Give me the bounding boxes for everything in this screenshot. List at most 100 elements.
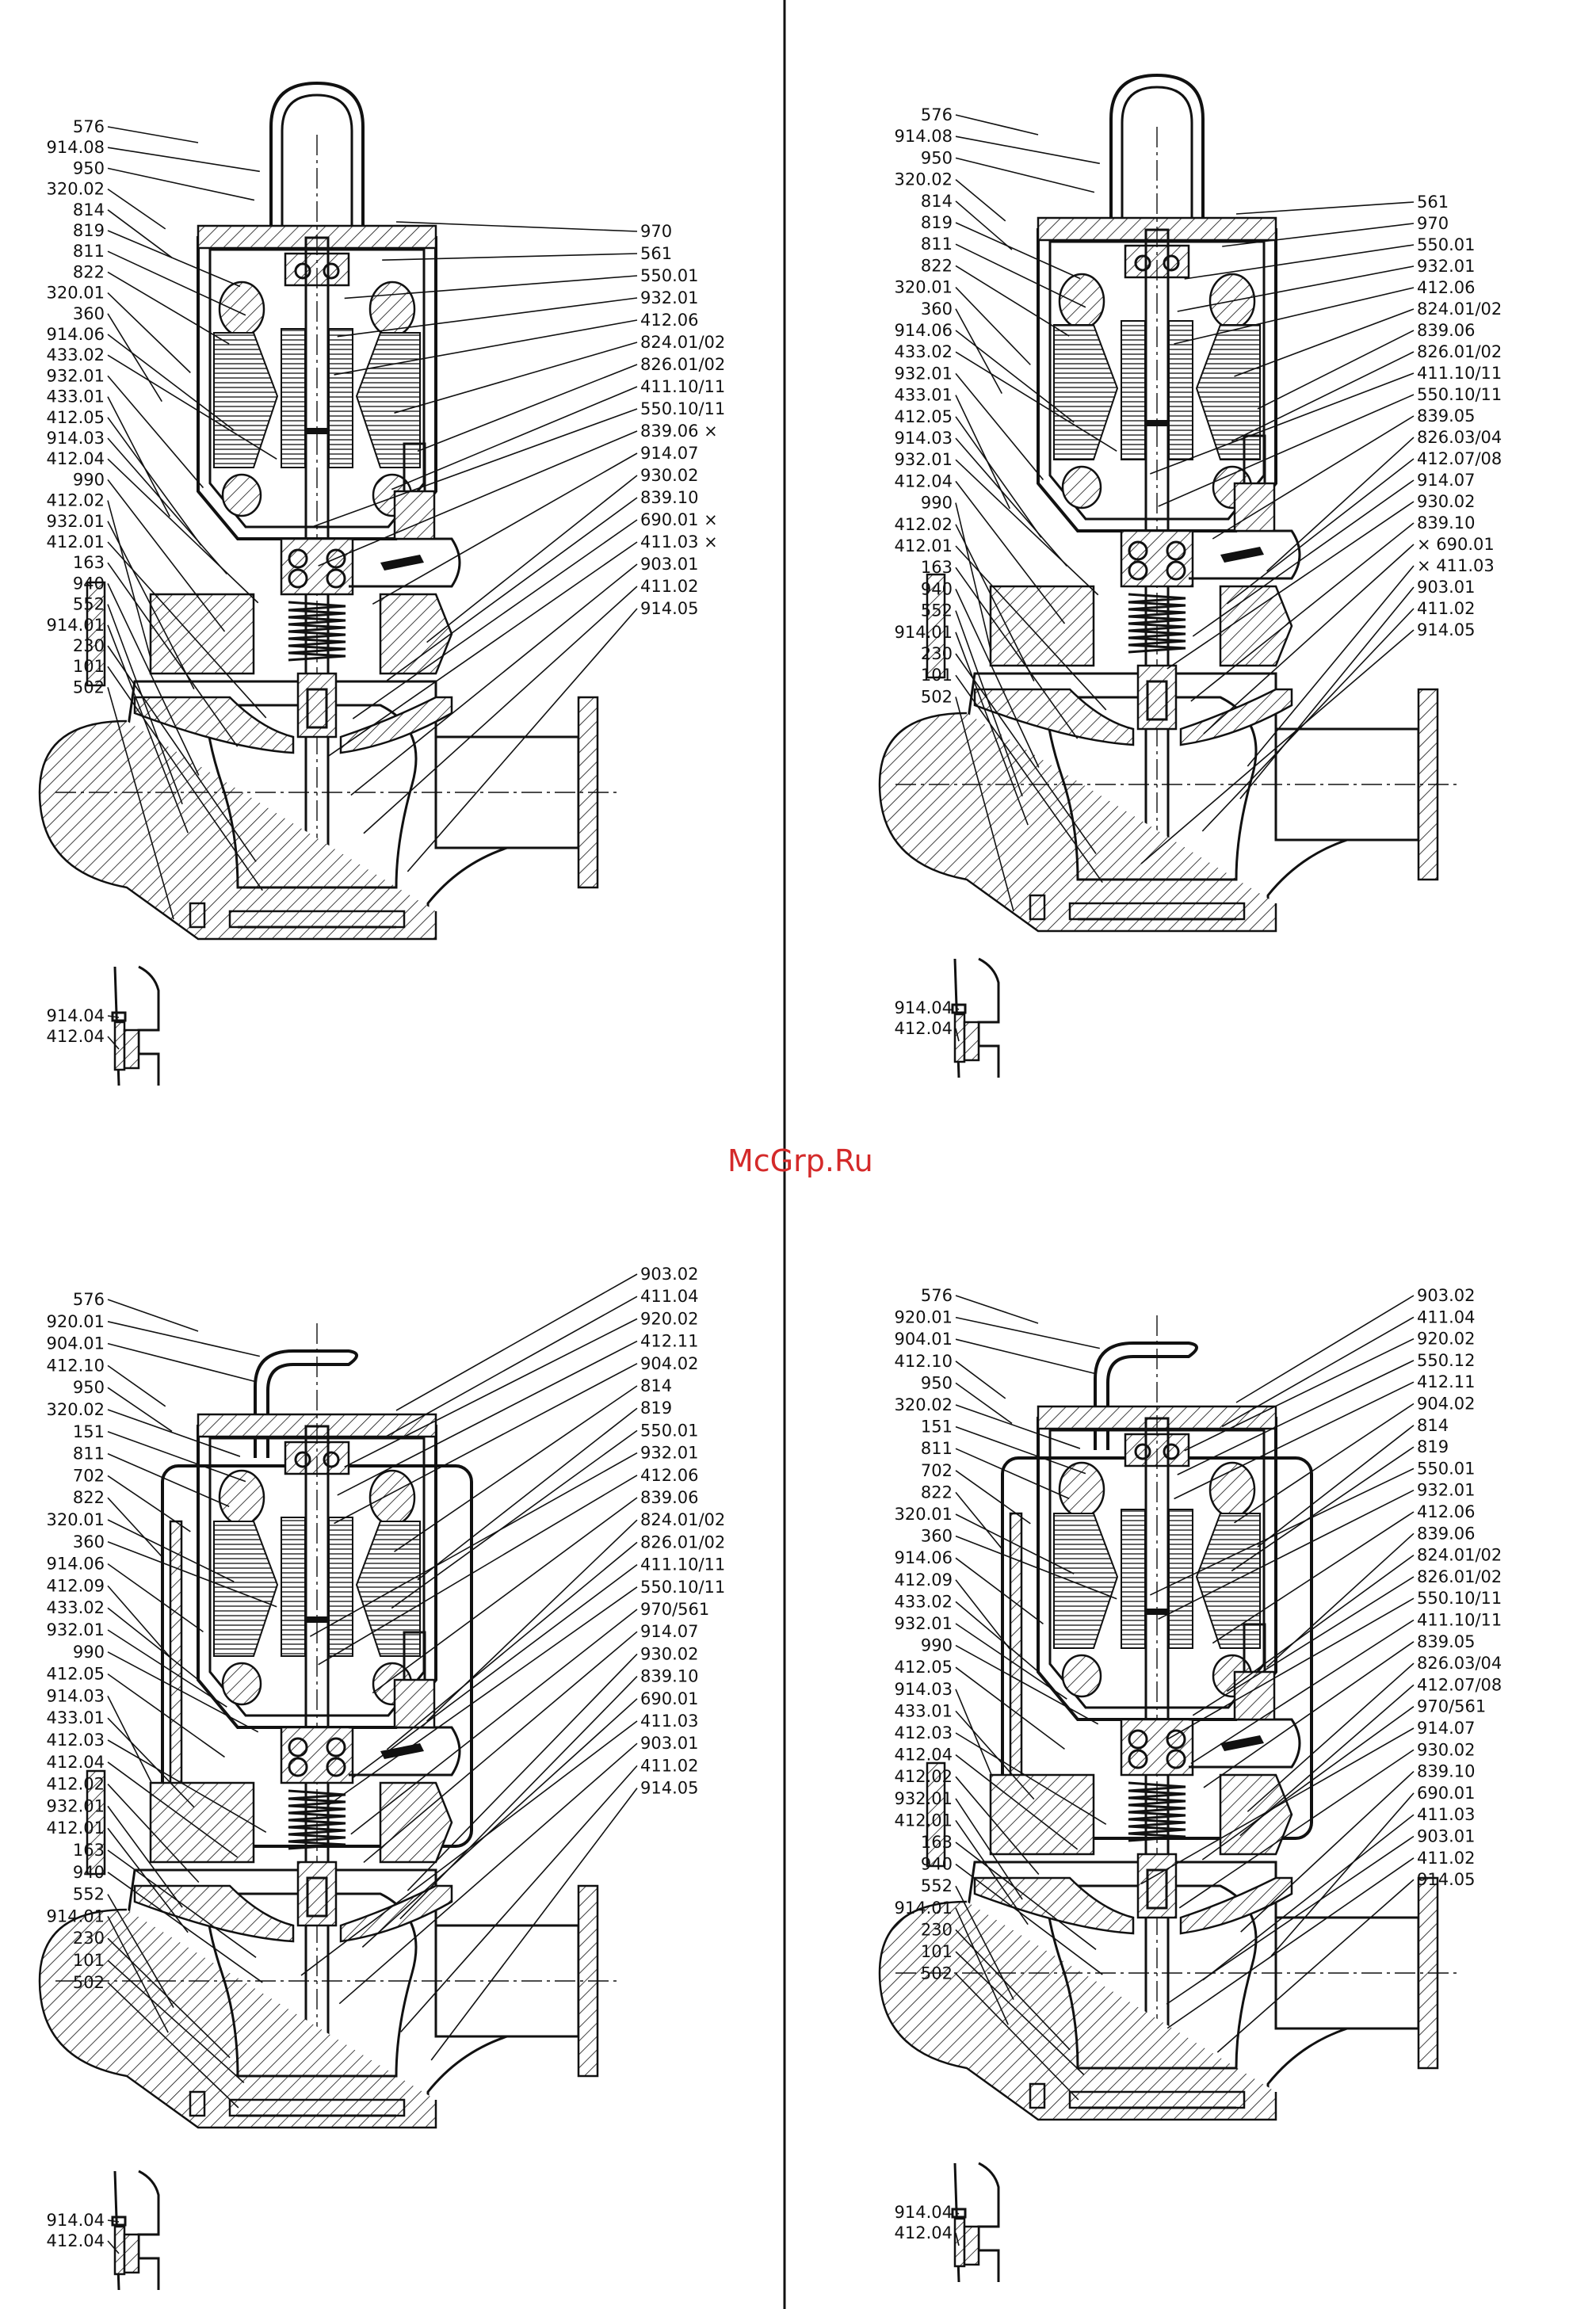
leader-line xyxy=(395,1273,638,1411)
leader-line xyxy=(1203,544,1415,735)
leader-line xyxy=(107,1431,246,1483)
leader-line xyxy=(955,1623,1067,1700)
leader-line xyxy=(955,1907,1009,2025)
part-label: 433.02 xyxy=(47,1598,105,1617)
leader-line xyxy=(107,583,200,776)
lower-bearing-ball xyxy=(1166,1749,1186,1769)
part-label: 411.04 xyxy=(1417,1307,1475,1326)
part-label: 550.01 xyxy=(640,266,698,285)
part-label: 412.06 xyxy=(1417,278,1475,297)
leader-line xyxy=(1247,565,1415,767)
part-label: 360 xyxy=(73,304,105,323)
volute-wall xyxy=(878,1900,1277,2121)
leader-line xyxy=(955,1666,1065,1750)
leader-line xyxy=(955,1732,1107,1825)
cable-gland-chamber xyxy=(349,1726,461,1777)
leader-line xyxy=(107,230,241,288)
leader-line xyxy=(955,502,992,653)
part-label: 230 xyxy=(73,636,105,655)
leader-line xyxy=(407,1653,638,1891)
leader-line xyxy=(1192,479,1415,637)
leader-line xyxy=(955,1601,1042,1675)
part-label: 320.02 xyxy=(47,180,105,199)
leader-line xyxy=(955,1557,1044,1624)
leader-line xyxy=(1184,1338,1415,1452)
leader-line xyxy=(1166,501,1415,670)
leader-line xyxy=(1235,1295,1415,1403)
lower-bearing-ball xyxy=(326,1757,346,1777)
leader-line xyxy=(107,458,259,604)
leader-line xyxy=(107,334,235,431)
leader-line xyxy=(107,250,246,316)
mechanical-seal-spring xyxy=(288,1789,346,1850)
leader-line xyxy=(107,1805,183,1908)
part-label: 914.01 xyxy=(895,623,953,642)
leader-line xyxy=(955,1028,960,1042)
upper-bearing-ball xyxy=(1163,1443,1180,1460)
leader-line xyxy=(417,364,638,452)
leader-line xyxy=(955,1973,1079,2101)
part-label: 412.11 xyxy=(1417,1372,1475,1391)
part-label: 903.01 xyxy=(1417,1827,1475,1846)
leader-line xyxy=(955,1710,1035,1800)
lower-bearing-ball xyxy=(1128,560,1148,581)
part-label: 412.04 xyxy=(47,449,105,468)
leader-line xyxy=(310,408,638,529)
part-label: 932.01 xyxy=(895,1789,953,1808)
leader-line xyxy=(955,545,1107,711)
part-label: 411.02 xyxy=(1417,599,1475,618)
leader-line xyxy=(1203,1641,1415,1788)
leader-line xyxy=(1190,522,1415,702)
part-label: 819 xyxy=(921,213,953,232)
part-label: 411.10/11 xyxy=(640,1555,725,1574)
detail-label: 914.04 xyxy=(895,998,953,1017)
leader-line xyxy=(1166,1597,1415,1740)
part-label: 550.01 xyxy=(1417,235,1475,254)
oil-chamber-wall xyxy=(1219,585,1293,667)
detail-screw xyxy=(953,2217,966,2268)
leader-line xyxy=(955,222,1081,280)
lower-bearing-ball xyxy=(326,1737,346,1758)
part-label: 932.01 xyxy=(47,1620,105,1639)
mechanical-seal-spring xyxy=(288,601,346,662)
part-label: 163 xyxy=(921,1833,953,1852)
shaft-marker xyxy=(1146,1609,1168,1615)
part-label: 412.02 xyxy=(895,1767,953,1786)
leader-line xyxy=(1190,1619,1415,1765)
moisture-probe xyxy=(380,1743,424,1759)
part-label: 903.02 xyxy=(1417,1286,1475,1305)
shaft-marker xyxy=(306,428,328,434)
motor-housing-inner xyxy=(1048,1429,1266,1709)
leader-line xyxy=(107,1717,195,1808)
drain-plug xyxy=(1029,894,1046,921)
part-label: 101 xyxy=(73,1951,105,1970)
leader-line xyxy=(1231,351,1415,442)
lifting-handle-inner xyxy=(1121,86,1193,222)
part-label: 819 xyxy=(73,221,105,240)
volute-wall xyxy=(38,1908,437,2129)
leader-line xyxy=(955,1448,1070,1500)
leader-line xyxy=(1158,394,1415,507)
part-label: 950 xyxy=(73,158,105,177)
part-label: 914.06 xyxy=(47,1555,105,1574)
leader-line xyxy=(350,1609,638,1835)
part-label: 904.01 xyxy=(47,1334,105,1353)
part-label: 412.04 xyxy=(895,1746,953,1765)
part-label: 412.09 xyxy=(47,1576,105,1595)
rotor-core xyxy=(281,1517,306,1657)
detail-screw-head xyxy=(951,2208,967,2219)
leader-line xyxy=(107,126,199,143)
leader-line xyxy=(955,1007,960,1010)
part-label: 932.01 xyxy=(1417,1481,1475,1500)
leader-line xyxy=(107,562,239,747)
leader-line xyxy=(1192,1576,1415,1716)
leader-line xyxy=(955,2212,960,2215)
part-label: 811 xyxy=(73,1445,105,1464)
leader-line xyxy=(955,632,1029,826)
part-label: 412.07/08 xyxy=(1417,449,1502,468)
detail-drawing xyxy=(951,957,1000,1078)
leader-line xyxy=(1202,1814,1415,1981)
leader-line xyxy=(107,1585,170,1658)
leader-line xyxy=(107,1696,152,1783)
oil-chamber-wall xyxy=(989,1773,1095,1856)
